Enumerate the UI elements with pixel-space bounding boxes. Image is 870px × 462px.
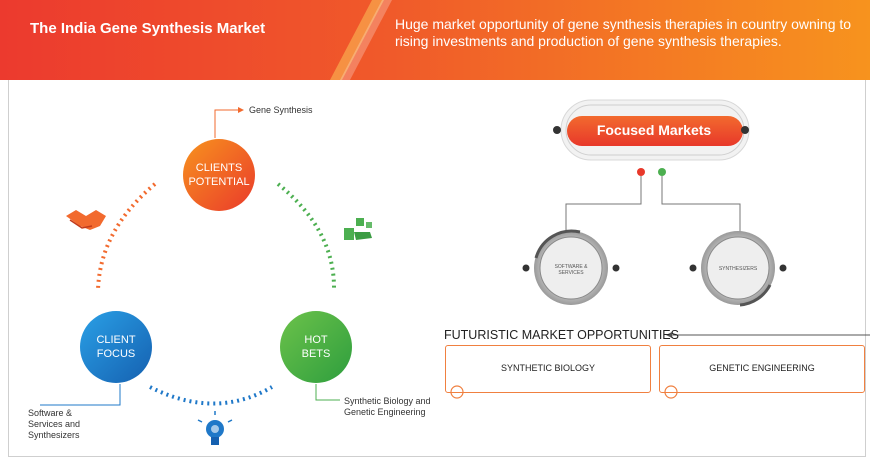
header-background bbox=[0, 0, 870, 80]
arc-left bbox=[96, 182, 157, 291]
header-subtitle: Huge market opportunity of gene synthesi… bbox=[395, 16, 852, 49]
cycle-diagram bbox=[40, 107, 372, 445]
connector-synthesizers bbox=[661, 176, 741, 238]
header-banner: The India Gene Synthesis Market Huge mar… bbox=[0, 0, 870, 80]
client-focus-circle bbox=[80, 311, 152, 383]
synthetic-genetic-label: Synthetic Biology and Genetic Engineerin… bbox=[344, 396, 431, 417]
arc-bottom bbox=[149, 385, 274, 406]
money-icon bbox=[344, 218, 372, 240]
focused-markets-diagram bbox=[450, 99, 870, 399]
gene-synthesis-label: Gene Synthesis bbox=[249, 105, 313, 115]
software-services-label: Software & Services and Synthesizers bbox=[28, 408, 81, 440]
header-title: The India Gene Synthesis Market bbox=[30, 20, 266, 37]
arc-right bbox=[276, 182, 337, 291]
genetic-engineering-label: GENETIC ENGINEERING bbox=[709, 363, 815, 373]
genetic-engineering-box: GENETIC ENGINEERING bbox=[659, 345, 865, 393]
clients-potential-label: CLIENTS POTENTIAL bbox=[188, 162, 250, 188]
synthetic-biology-box: SYNTHETIC BIOLOGY bbox=[445, 345, 651, 393]
focused-markets-pill bbox=[567, 116, 743, 146]
lightbulb-icon bbox=[197, 411, 233, 445]
hot-bets-circle bbox=[280, 311, 352, 383]
software-connector bbox=[40, 384, 121, 406]
clients-potential-circle bbox=[183, 139, 255, 211]
client-focus-label: CLIENT FOCUS bbox=[96, 334, 136, 360]
futuristic-title: FUTURISTIC MARKET OPPORTUNITIES bbox=[444, 328, 679, 342]
software-services-caption: SOFTWARE & SERVICES bbox=[554, 264, 588, 276]
handshake-icon bbox=[66, 210, 106, 230]
synthetic-biology-label: SYNTHETIC BIOLOGY bbox=[500, 363, 596, 373]
focused-markets-title: Focused Markets bbox=[596, 122, 712, 138]
hot-bets-label: HOT BETS bbox=[301, 334, 331, 360]
content-frame bbox=[8, 80, 866, 457]
synthetic-connector bbox=[315, 384, 340, 401]
connector-software bbox=[565, 176, 642, 238]
synthesizers-caption: SYNTHESIZERS bbox=[718, 266, 758, 272]
gene-synthesis-connector bbox=[214, 109, 240, 138]
